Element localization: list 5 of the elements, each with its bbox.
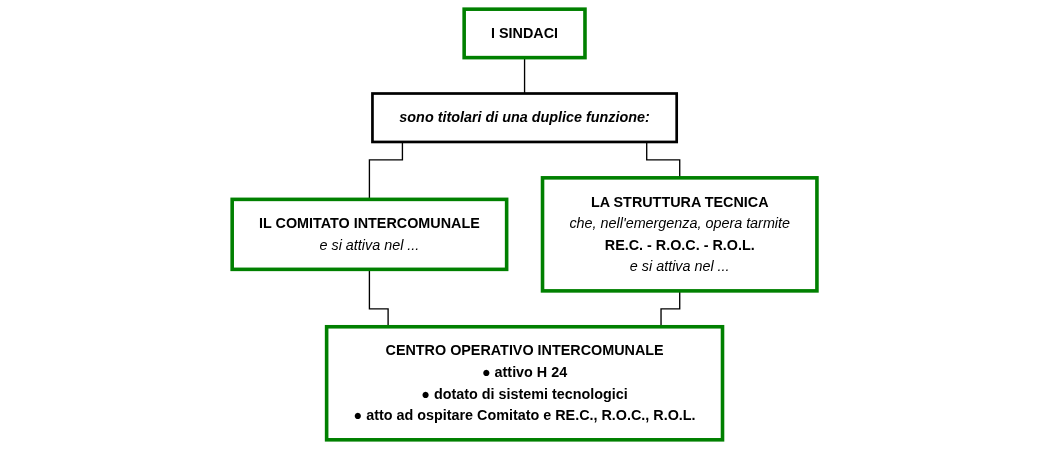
node-box: CENTRO OPERATIVO INTERCOMUNALE ● attivo H 24 ● dotato di sistemi tecnologici ● atto ad ospitare Comitato e RE.C., R.O.C., R.O.L. (325, 324, 725, 442)
node-box: LA STRUTTURA TECNICA che, nell'emergenza, opera tarmite RE.C. - R.O.C. - R.O.L. e si attiva nel ... (541, 176, 820, 293)
node-box: IL COMITATO INTERCOMUNALE e si attiva nel ... (230, 197, 509, 272)
node-box: I SINDACI (462, 7, 588, 60)
node-box: sono titolari di una duplice funzione: (371, 92, 679, 144)
